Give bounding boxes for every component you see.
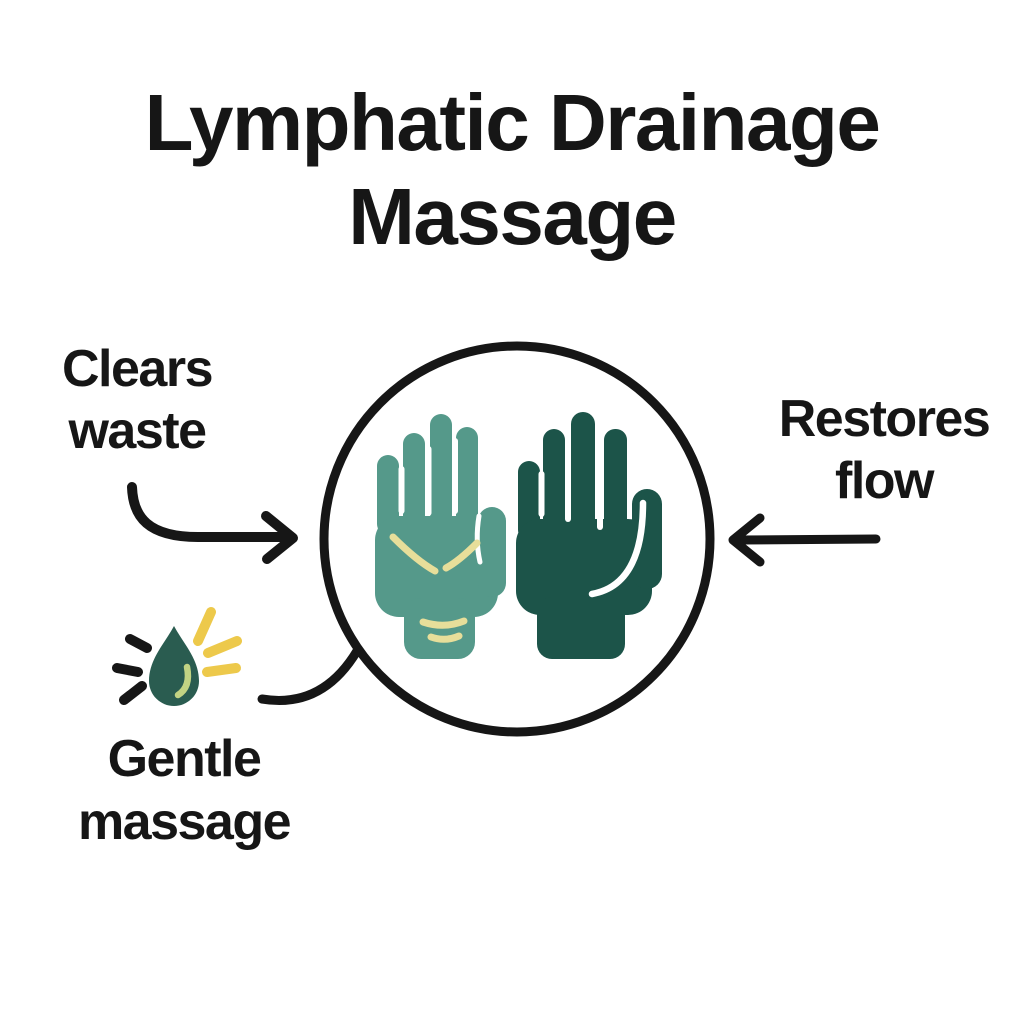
clears-waste-line-2: waste (68, 402, 207, 460)
right-hand-icon (516, 412, 662, 659)
restores-flow-line-1: Restores (778, 390, 991, 448)
curved-arrow-right-icon (127, 482, 298, 564)
two-hands-in-circle-icon (319, 341, 715, 737)
drop-highlight (174, 663, 192, 699)
left-hand-icon (375, 414, 506, 659)
straight-arrow-left-icon (728, 513, 881, 567)
label-clears-waste: Clears waste (17, 338, 257, 462)
gentle-massage-line-2: massage (77, 793, 292, 851)
gentle-massage-line-1: Gentle (107, 730, 262, 788)
motion-dashes-left (112, 634, 152, 705)
sparkle-dashes-right (193, 607, 242, 677)
title-line-2: Massage (348, 172, 677, 261)
connector-line (257, 646, 362, 705)
page-title: Lymphatic Drainage Massage (0, 76, 1024, 264)
clears-waste-line-1: Clears (62, 340, 214, 398)
label-restores-flow: Restores flow (754, 388, 1014, 512)
title-line-1: Lymphatic Drainage (144, 78, 881, 167)
label-gentle-massage: Gentle massage (34, 728, 334, 854)
water-drop-with-sparkles-icon (112, 607, 242, 706)
water-drop (149, 626, 199, 706)
restores-flow-line-2: flow (835, 452, 934, 510)
